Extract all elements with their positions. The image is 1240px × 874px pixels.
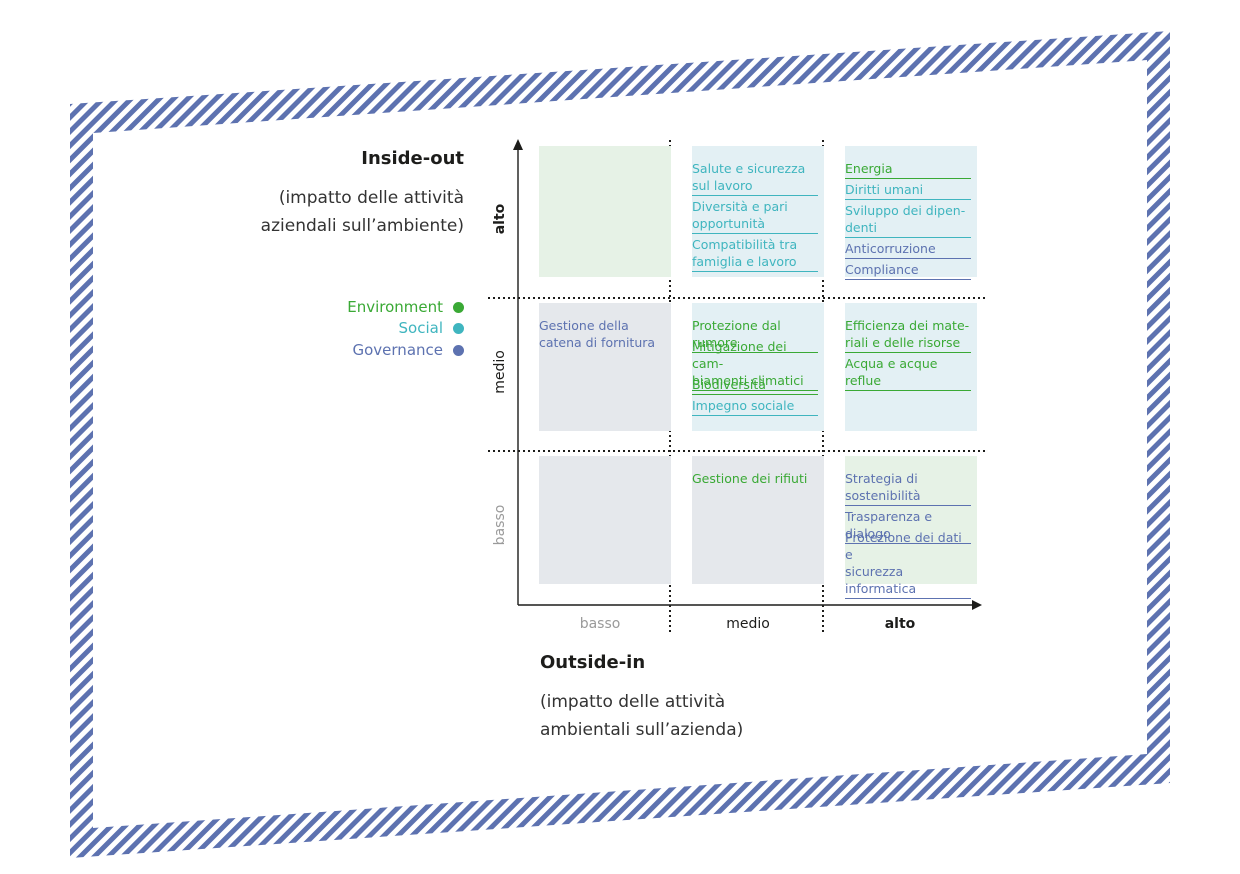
x-axis-title: Outside-in xyxy=(540,652,646,673)
legend-dot-icon xyxy=(453,345,464,356)
matrix-cell-medio-alto xyxy=(845,303,977,431)
matrix-item: Strategia di sostenibilità xyxy=(845,470,971,506)
y-axis-title: Inside-out xyxy=(361,148,464,169)
matrix-cell-alto-medio xyxy=(692,146,824,277)
matrix-item: Protezione dal rumore xyxy=(692,317,818,353)
matrix-item: Diritti umani xyxy=(845,181,971,200)
matrix-item: Biodiversità xyxy=(692,376,818,395)
matrix-item: Efficienza dei mate- riali e delle risor… xyxy=(845,317,971,353)
legend-item-social: Social xyxy=(250,319,464,337)
matrix-cell-alto-basso xyxy=(539,146,671,277)
matrix-item: Compatibilità tra famiglia e lavoro xyxy=(692,236,818,272)
matrix-item: Protezione dei dati e sicurezza informat… xyxy=(845,529,971,599)
matrix-item: Compliance xyxy=(845,261,971,280)
matrix-cell-basso-basso xyxy=(539,456,671,584)
matrix-item: Anticorruzione xyxy=(845,240,971,259)
legend-item-governance: Governance xyxy=(250,341,464,359)
legend-label: Governance xyxy=(352,341,444,359)
legend-dot-icon xyxy=(453,323,464,334)
matrix-item: Trasparenza e dialogo xyxy=(845,508,971,544)
matrix-cell-alto-alto xyxy=(845,146,977,277)
y-axis-arrow-icon xyxy=(513,139,523,150)
matrix-item: Sviluppo dei dipen- denti xyxy=(845,202,971,238)
x-level-alto: alto xyxy=(884,616,916,632)
x-level-basso: basso xyxy=(579,616,621,632)
matrix-cell-medio-medio xyxy=(692,303,824,431)
matrix-item: Energia xyxy=(845,160,971,179)
matrix-item: Diversità e pari opportunità xyxy=(692,198,818,234)
matrix-cell-medio-basso xyxy=(539,303,671,431)
legend-label: Environment xyxy=(347,298,443,316)
matrix-cell-basso-medio xyxy=(692,456,824,584)
matrix-item: Impegno sociale xyxy=(692,397,818,416)
matrix-item: Acqua e acque reflue xyxy=(845,355,971,391)
frame-border xyxy=(70,31,1170,858)
matrix-item: Gestione dei rifiuti xyxy=(692,471,808,486)
legend-dot-icon xyxy=(453,302,464,313)
x-axis-arrow-icon xyxy=(972,600,982,610)
legend-label: Social xyxy=(398,319,443,337)
matrix-item: Salute e sicurezza sul lavoro xyxy=(692,160,818,196)
x-level-medio: medio xyxy=(726,616,770,632)
matrix-cell-basso-alto xyxy=(845,456,977,584)
legend-item-environment: Environment xyxy=(250,298,464,316)
matrix-item: Gestione della catena di fornitura xyxy=(539,318,656,350)
matrix-item: Mitigazione dei cam- biamenti climatici xyxy=(692,338,818,391)
